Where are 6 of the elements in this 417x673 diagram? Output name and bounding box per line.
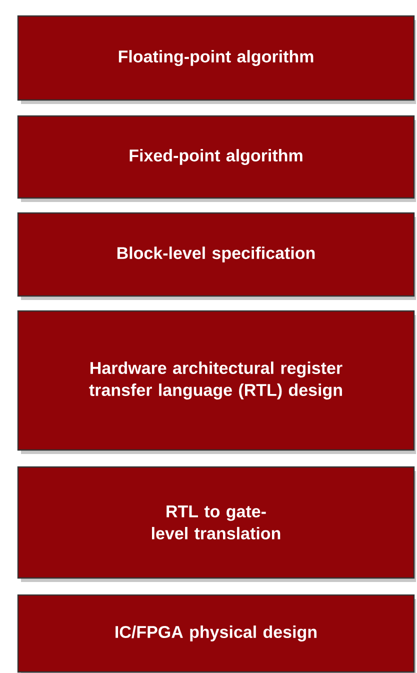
process-box: Hardware architectural register transfer language (RTL) design bbox=[17, 310, 416, 454]
process-box: Floating-point algorithm bbox=[17, 15, 416, 104]
process-box: Block-level specification bbox=[17, 212, 416, 300]
process-box: RTL to gate-level translation bbox=[17, 466, 416, 582]
process-box: IC/FPGA physical design bbox=[17, 594, 416, 673]
process-box: Fixed-point algorithm bbox=[17, 115, 416, 202]
